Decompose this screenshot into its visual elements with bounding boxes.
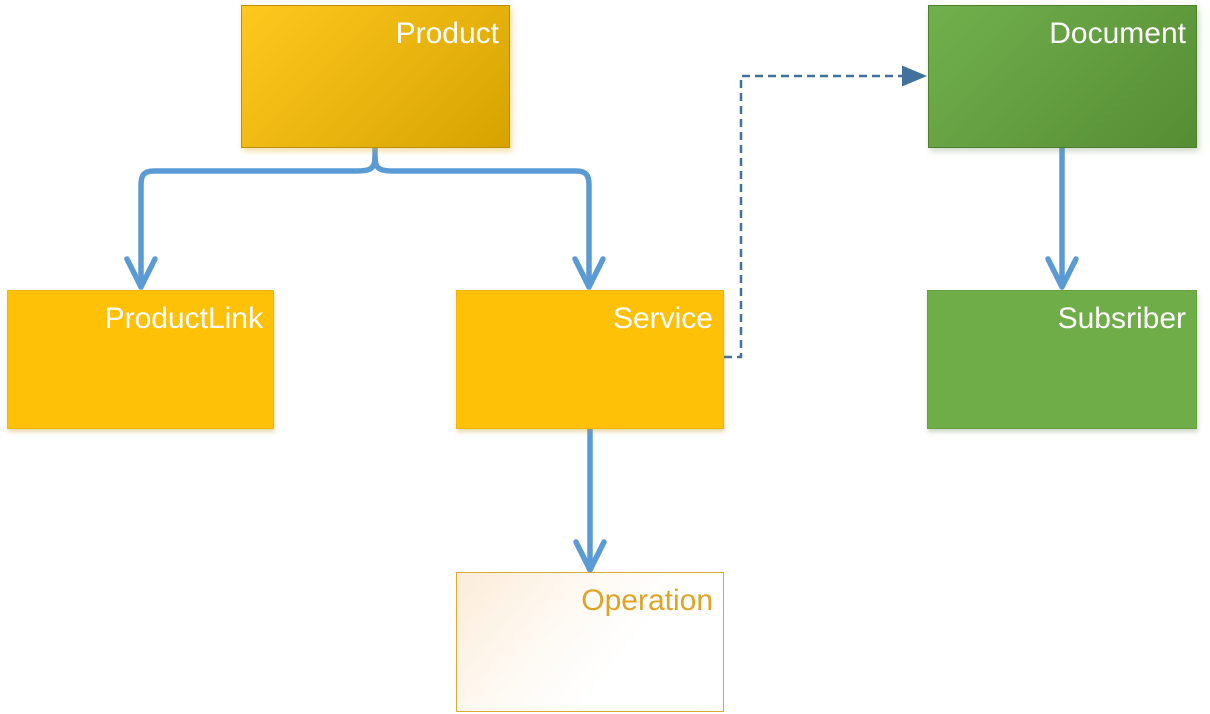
node-subsriber-label: Subsriber — [1057, 302, 1186, 335]
arrowhead-operation — [573, 539, 607, 573]
arrowhead-productlink — [124, 256, 158, 290]
node-document: Document — [928, 5, 1197, 148]
node-service: Service — [456, 290, 724, 429]
arrowhead-subsriber — [1045, 256, 1079, 290]
node-productlink-label: ProductLink — [104, 302, 263, 335]
node-product: Product — [241, 5, 510, 148]
arrowhead-service — [572, 256, 606, 290]
arrowhead-document — [902, 65, 927, 87]
node-productlink: ProductLink — [7, 290, 274, 429]
edge-product-to-service — [372, 155, 606, 290]
node-operation-label: Operation — [581, 584, 713, 617]
node-product-label: Product — [395, 17, 499, 50]
node-service-label: Service — [612, 302, 713, 335]
edge-service-to-document — [724, 65, 927, 359]
node-document-label: Document — [1049, 17, 1186, 50]
edge-product-to-productlink — [124, 155, 378, 290]
edge-document-to-subsriber — [1045, 145, 1079, 290]
edge-service-to-operation — [573, 426, 607, 573]
node-operation: Operation — [456, 572, 724, 712]
node-subsriber: Subsriber — [927, 290, 1197, 429]
